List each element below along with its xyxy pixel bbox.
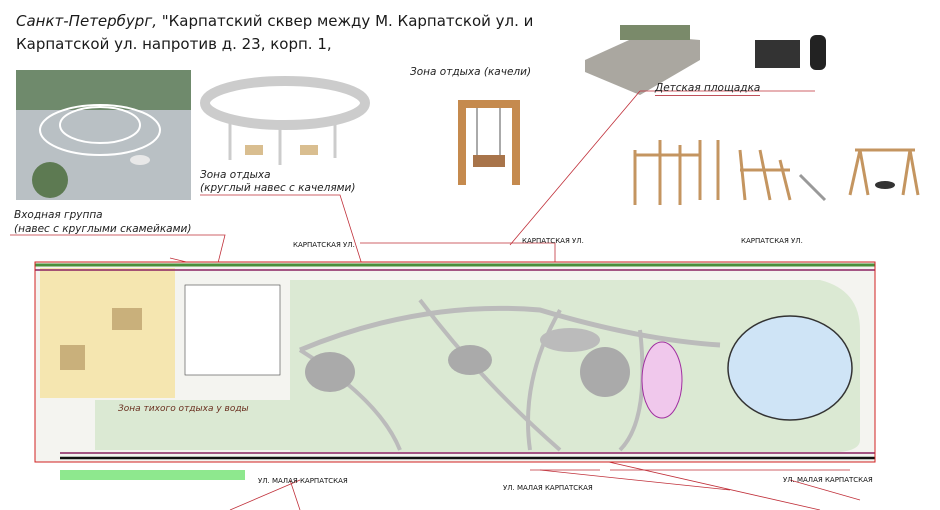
callout-entrance-1: Входная группа (14, 209, 103, 221)
title-text-1: "Карпатский сквер между М. Карпатской ул… (156, 12, 534, 30)
park-plan (34, 261, 876, 480)
street-label-top: КАРПАТСКАЯ УЛ. (522, 237, 584, 245)
callout-round-canopy-1: Зона отдыха (200, 169, 271, 181)
round-canopy-image (200, 76, 370, 165)
street-label-top: КАРПАТСКАЯ УЛ. (293, 241, 355, 249)
callout-water-zone: Зона тихого отдыха у воды (118, 404, 249, 414)
street-label-bottom: УЛ. МАЛАЯ КАРПАТСКАЯ (503, 484, 593, 492)
title-line-1: Санкт-Петербург, "Карпатский сквер между… (16, 12, 533, 30)
street-label-top: КАРПАТСКАЯ УЛ. (741, 237, 803, 245)
title-line-2: Карпатской ул. напротив д. 23, корп. 1, (16, 35, 332, 53)
hatched-zone (40, 268, 175, 398)
entrance-photo (16, 70, 191, 200)
playground-images (633, 140, 920, 205)
title-city: Санкт-Петербург, (16, 12, 157, 30)
callout-playground: Детская площадка (655, 82, 761, 96)
lawn (290, 280, 860, 452)
pond (727, 315, 853, 421)
street-label-bottom: УЛ. МАЛАЯ КАРПАТСКАЯ (258, 477, 348, 485)
street-label-bottom: УЛ. МАЛАЯ КАРПАТСКАЯ (783, 476, 873, 484)
bench-image (585, 25, 826, 95)
swing-image (458, 100, 520, 185)
callout-swings: Зона отдыха (качели) (410, 66, 532, 78)
callout-entrance-2: (навес с круглыми скамейками) (14, 223, 192, 235)
callout-round-canopy-2: (круглый навес с качелями) (200, 182, 356, 194)
